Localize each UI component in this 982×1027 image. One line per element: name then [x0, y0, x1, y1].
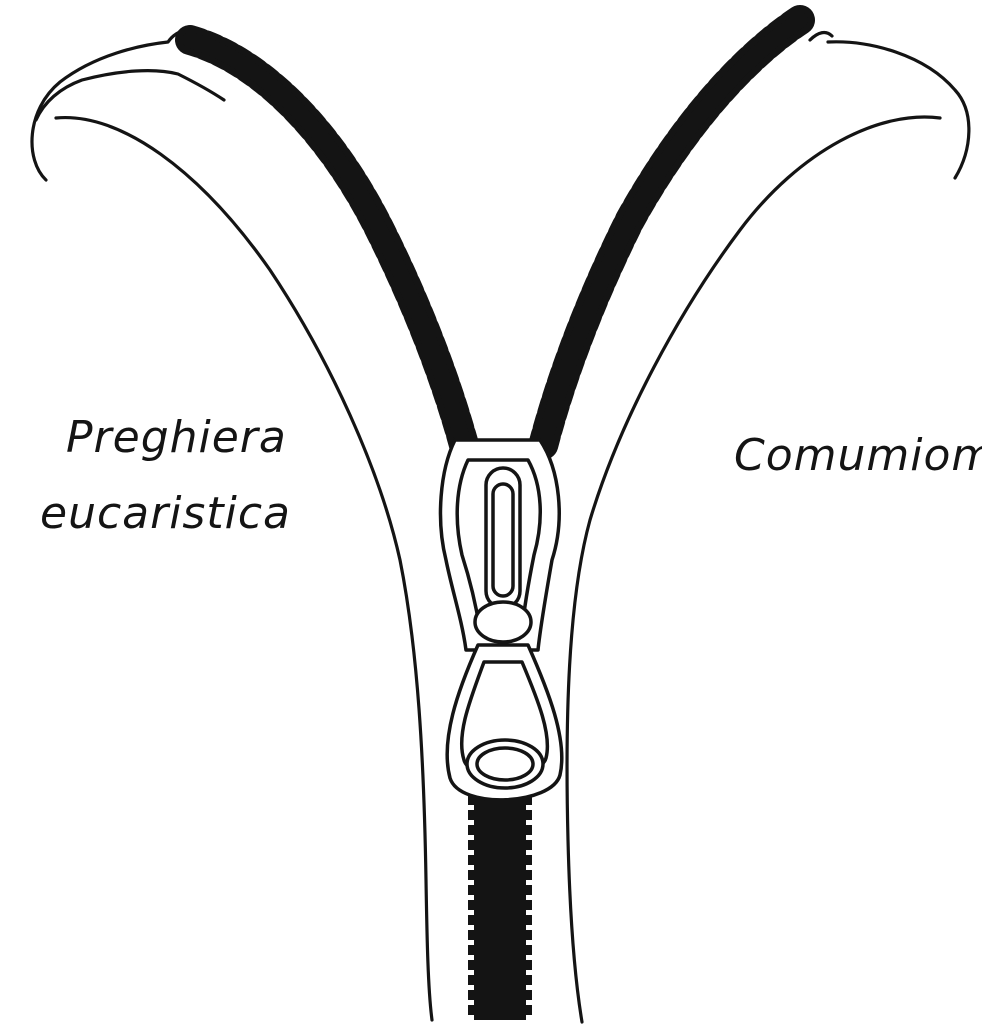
label-right: Comumiome: [734, 430, 982, 481]
right-tape: [567, 33, 969, 1022]
label-left-line1: Preghiera: [66, 412, 287, 463]
left-teeth: [190, 40, 468, 460]
label-left-line2: eucaristica: [40, 488, 291, 539]
right-teeth: [542, 20, 800, 450]
